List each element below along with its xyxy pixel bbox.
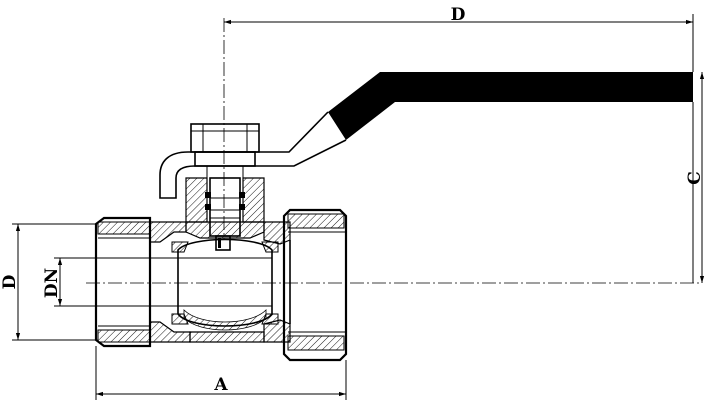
dim-label-height: C (685, 171, 705, 185)
dim-label-overall-length: A (213, 375, 228, 395)
dimension-handle-length: D (224, 5, 694, 72)
dim-label-outer-diameter: D (0, 274, 20, 289)
dimension-outer-diameter: D (0, 223, 96, 341)
seat-right-top (261, 241, 279, 253)
handle-arm (188, 111, 329, 153)
dim-label-handle-length: D (451, 5, 466, 25)
seat-right-bottom (261, 313, 279, 325)
handle-curl (159, 151, 196, 199)
dimension-nominal-diameter: DN (42, 257, 178, 307)
ball (171, 235, 279, 331)
dimension-overall-length: A (95, 346, 347, 400)
seat-left-top (171, 241, 189, 253)
stem-nut (190, 123, 260, 178)
dim-label-nominal-diameter: DN (42, 268, 62, 298)
seat-left-bottom (171, 313, 189, 325)
handle-lever (328, 72, 693, 140)
dimension-height: C (685, 72, 705, 283)
valve-body (94, 208, 348, 362)
